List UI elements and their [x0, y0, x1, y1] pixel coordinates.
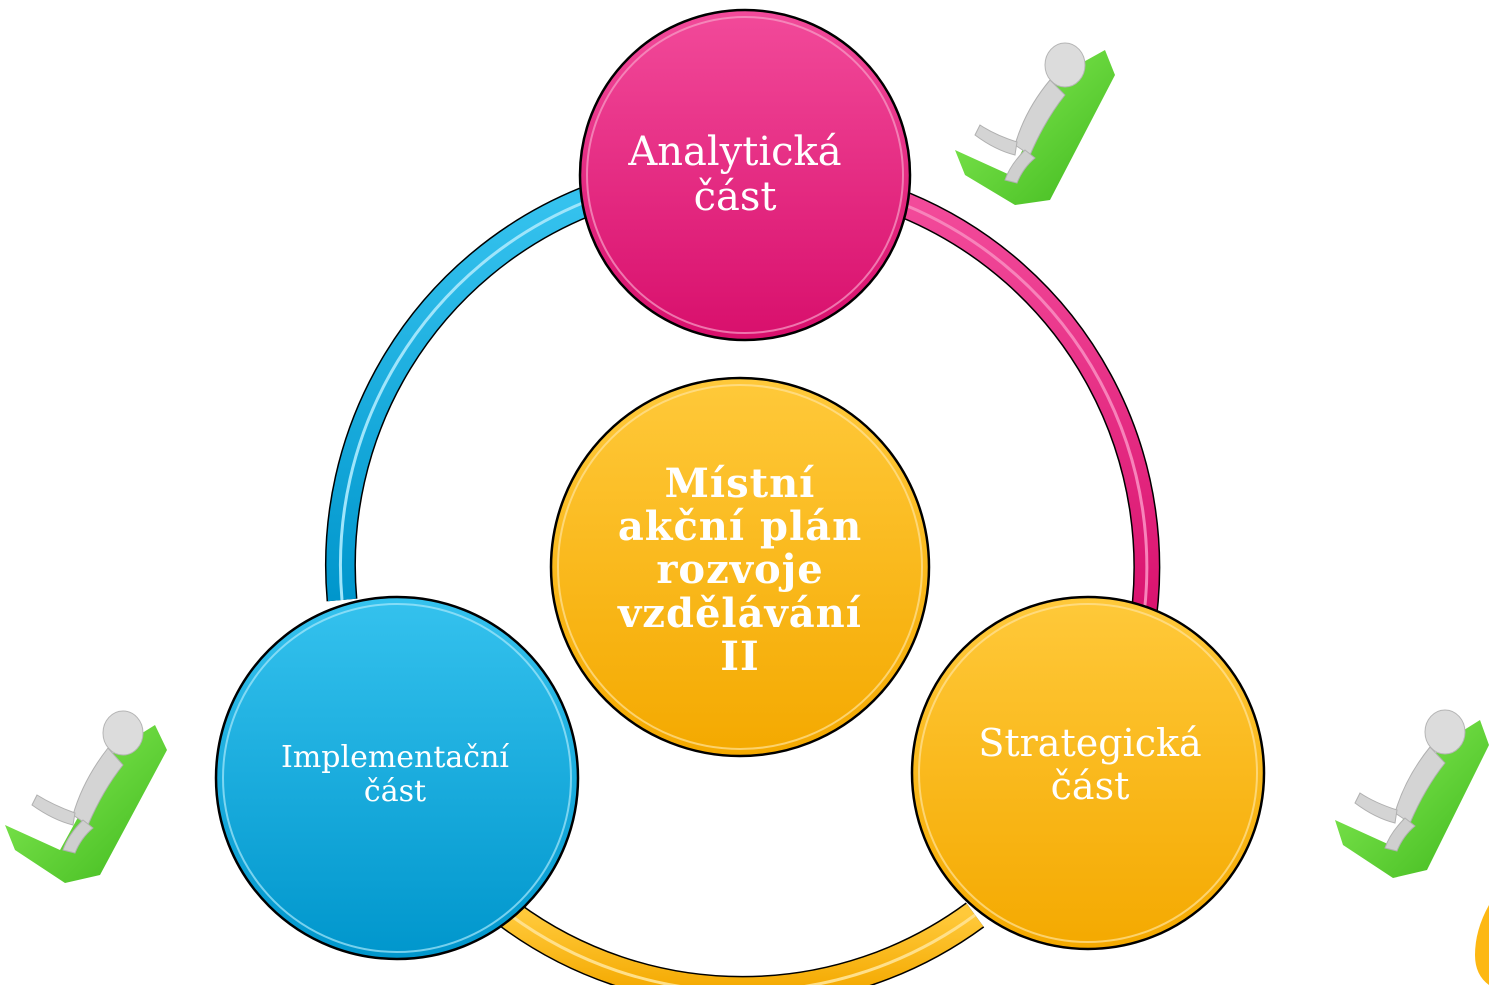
center-label-text: Místní akční plán rozvoje vzdělávání II: [617, 460, 863, 680]
center-node-label: Místní akční plán rozvoje vzdělávání II: [560, 440, 920, 700]
strategic-node-label: Strategická část: [930, 700, 1250, 830]
node-analytic: [578, 8, 912, 342]
analytic-label-text: Analytická část: [628, 129, 842, 220]
ring-arcs: [324, 187, 1161, 985]
node-implementation: [214, 595, 580, 961]
strategic-label-text: Strategická část: [978, 721, 1202, 808]
corner-decoration-shape: [1475, 905, 1489, 985]
implementation-label-text: Implementační část: [280, 740, 510, 809]
implementation-node-label: Implementační část: [240, 710, 550, 840]
reclining-figure-on-checkmark-icon: [1335, 709, 1489, 878]
analytic-node-label: Analytická část: [590, 110, 880, 240]
reclining-figure-on-checkmark-icon: [5, 710, 167, 883]
node-center: [549, 376, 931, 758]
reclining-figure-on-checkmark-icon: [955, 42, 1115, 205]
node-strategic: [910, 595, 1266, 951]
